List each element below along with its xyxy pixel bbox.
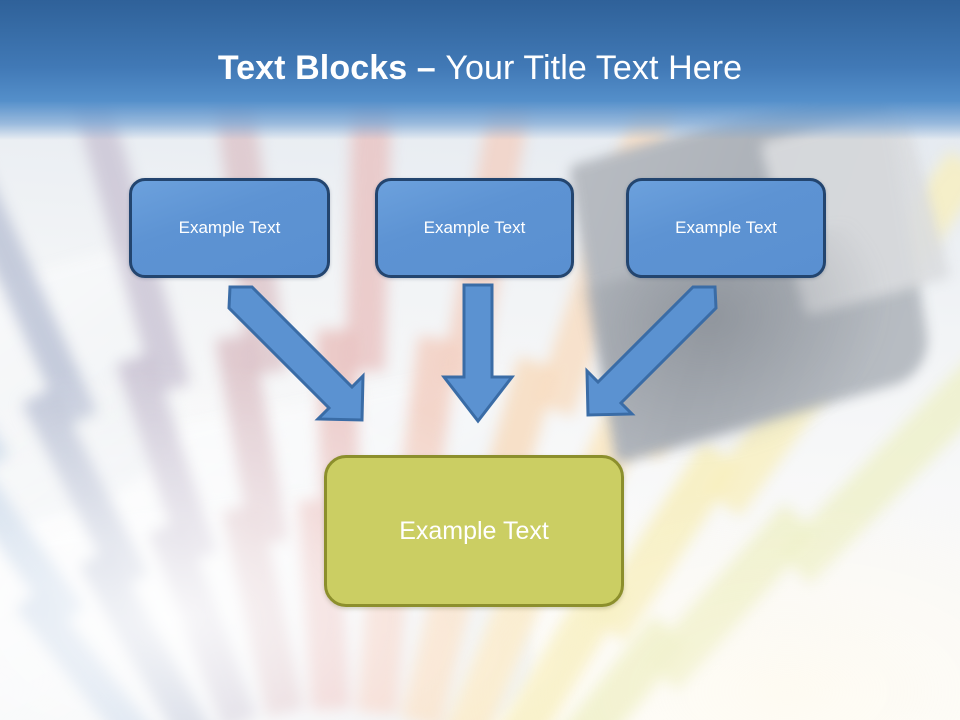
text-block-1-label: Example Text [178, 218, 281, 237]
arrow-down-right-icon [227, 285, 365, 422]
page-title: Text Blocks – Your Title Text Here [0, 48, 960, 88]
page-title-bold: Text Blocks [217, 49, 417, 87]
result-text-block-label: Example Text [399, 516, 549, 545]
page-title-light: Your Title Text Here [445, 49, 743, 87]
text-block-2-label: Example Text [423, 218, 526, 237]
text-block-3-label: Example Text [675, 218, 777, 237]
text-block-2[interactable]: Example Text [375, 178, 574, 278]
arrow-down-left-icon [585, 285, 718, 417]
text-block-3[interactable]: Example Text [626, 178, 826, 278]
title-band [0, 0, 960, 140]
arrow-down-icon [440, 283, 516, 424]
result-text-block[interactable]: Example Text [324, 455, 624, 607]
page-title-separator: – [416, 49, 446, 87]
text-block-1[interactable]: Example Text [129, 178, 330, 278]
